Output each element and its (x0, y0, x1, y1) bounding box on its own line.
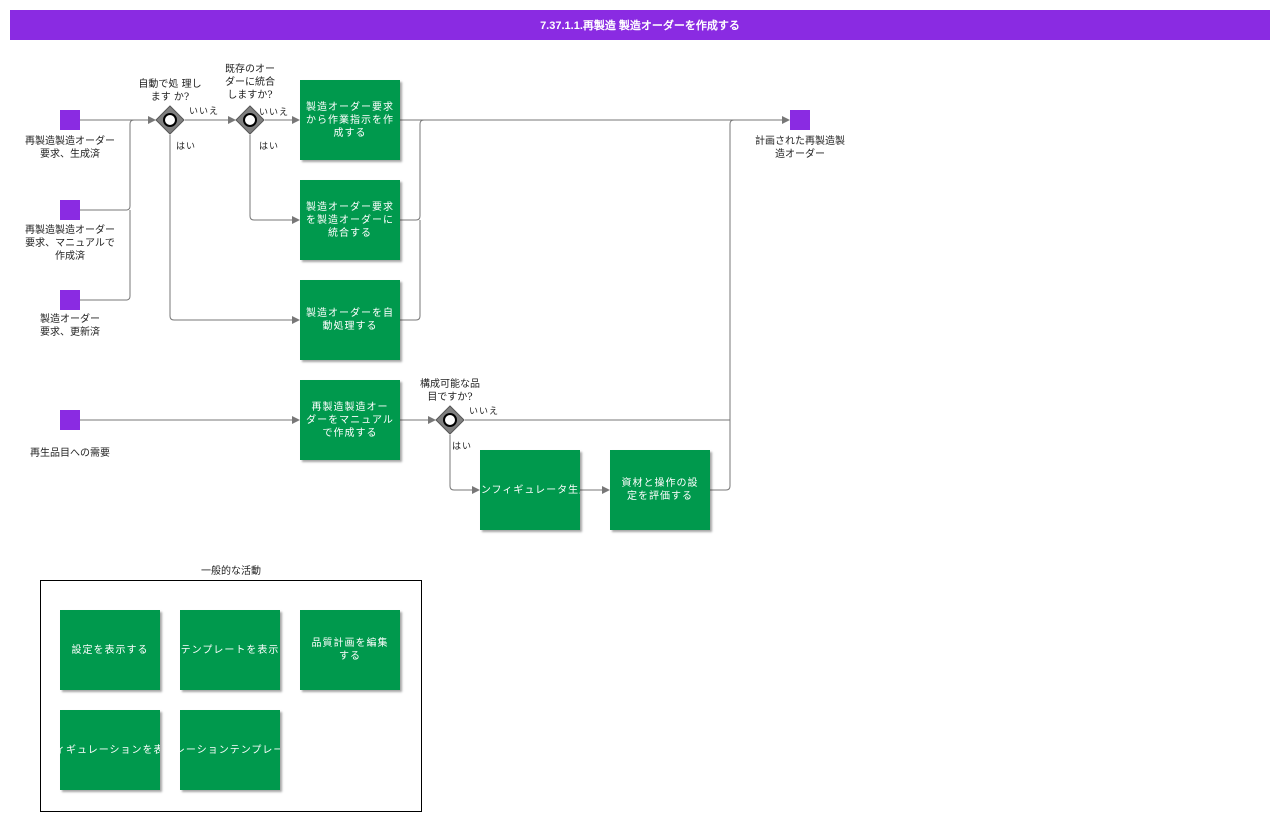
task-evaluate-settings-label: 資材と操作の設 定を評価する (621, 478, 699, 502)
start-event-4-label: 再生品目への需要 (30, 448, 110, 459)
edge-start3-g1 (80, 210, 131, 301)
group-task-edit-quality-plan[interactable]: 品質計画を編集 する (300, 610, 400, 690)
start-event-3-label: 製造オーダー 要求、更新済 (40, 314, 100, 338)
task-evaluate-settings[interactable]: 資材と操作の設 定を評価する (610, 450, 710, 530)
task-manual-create-label: 再製造製造オー ダーをマニュアル で作成する (306, 401, 394, 439)
task-auto-process[interactable]: 製造オーダーを自 動処理する (300, 280, 400, 360)
group-task-show-settings-label: 設定を表示する (71, 644, 149, 656)
gateway-1-no-label: いいえ (189, 107, 220, 117)
group-task-show-configuration-template-label: コンフィギュレーションテンプレートを表示する (180, 744, 280, 756)
group-task-edit-quality-plan-label: 品質計画を編集 する (311, 638, 389, 662)
start-event-1[interactable] (60, 110, 80, 130)
group-task-show-settings[interactable]: 設定を表示する (60, 610, 160, 690)
start-event-1-label: 再製造製造オーダー 要求、生成済 (25, 136, 115, 160)
edge-g1-t3 (169, 135, 300, 324)
group-task-show-configuration-template[interactable]: コンフィギュレーションテンプレートを表示する (180, 710, 280, 790)
gateway-1-label: 自動で処 理し ます か? (138, 79, 202, 103)
start-event-2-label: 再製造製造オーダー 要求、マニュアルで 作成済 (25, 225, 115, 262)
edge-t6-merge (710, 420, 731, 491)
gateway-3[interactable] (435, 405, 465, 435)
gateway-2-yes-label: はい (259, 142, 280, 152)
end-event[interactable] (790, 110, 810, 130)
task-create-work-order[interactable]: 製造オーダー要求 から作業指示を作 成する (300, 80, 400, 160)
gateway-1-yes-label: はい (176, 142, 197, 152)
gateway-1[interactable] (155, 105, 185, 135)
edge-start2-g1 (80, 119, 135, 211)
edge-g2-t2 (249, 135, 300, 224)
edge-t3-merge (400, 220, 421, 321)
start-event-3[interactable] (60, 290, 80, 310)
group-task-show-quality-template-label: 品質テンプレートを表示する (180, 644, 280, 656)
group-title: 一般的な活動 (201, 566, 261, 577)
task-configurator[interactable]: コンフィギュレータ生成 (480, 450, 580, 530)
edge-t2-merge (400, 119, 425, 221)
group-task-show-configuration-label: コンフィギュレーションを表示する (60, 744, 160, 756)
gateway-3-yes-label: はい (452, 442, 473, 452)
gateway-2-label: 既存のオー ダーに統合 しますか? (225, 64, 275, 101)
task-manual-create[interactable]: 再製造製造オー ダーをマニュアル で作成する (300, 380, 400, 460)
gateway-3-label: 構成可能な品 目ですか? (420, 379, 480, 403)
start-event-2[interactable] (60, 200, 80, 220)
edge-g3-end (465, 119, 735, 421)
diagram-title: 7.37.1.1.再製造 製造オーダーを作成する (10, 10, 1270, 40)
gateway-3-no-label: いいえ (469, 407, 500, 417)
common-activities-group (40, 580, 422, 812)
start-event-4[interactable] (60, 410, 80, 430)
task-merge-order[interactable]: 製造オーダー要求 を製造オーダーに 統合する (300, 180, 400, 260)
task-configurator-label: コンフィギュレータ生成 (480, 484, 580, 496)
task-auto-process-label: 製造オーダーを自 動処理する (306, 308, 394, 332)
group-task-show-quality-template[interactable]: 品質テンプレートを表示する (180, 610, 280, 690)
gateway-2[interactable] (235, 105, 265, 135)
edge-g3-t5 (449, 435, 480, 494)
gateway-2-no-label: いいえ (259, 108, 290, 118)
task-create-work-order-label: 製造オーダー要求 から作業指示を作 成する (306, 101, 394, 139)
group-task-show-configuration[interactable]: コンフィギュレーションを表示する (60, 710, 160, 790)
end-event-label: 計画された再製造製 造オーダー (755, 136, 845, 160)
task-merge-order-label: 製造オーダー要求 を製造オーダーに 統合する (306, 201, 394, 239)
